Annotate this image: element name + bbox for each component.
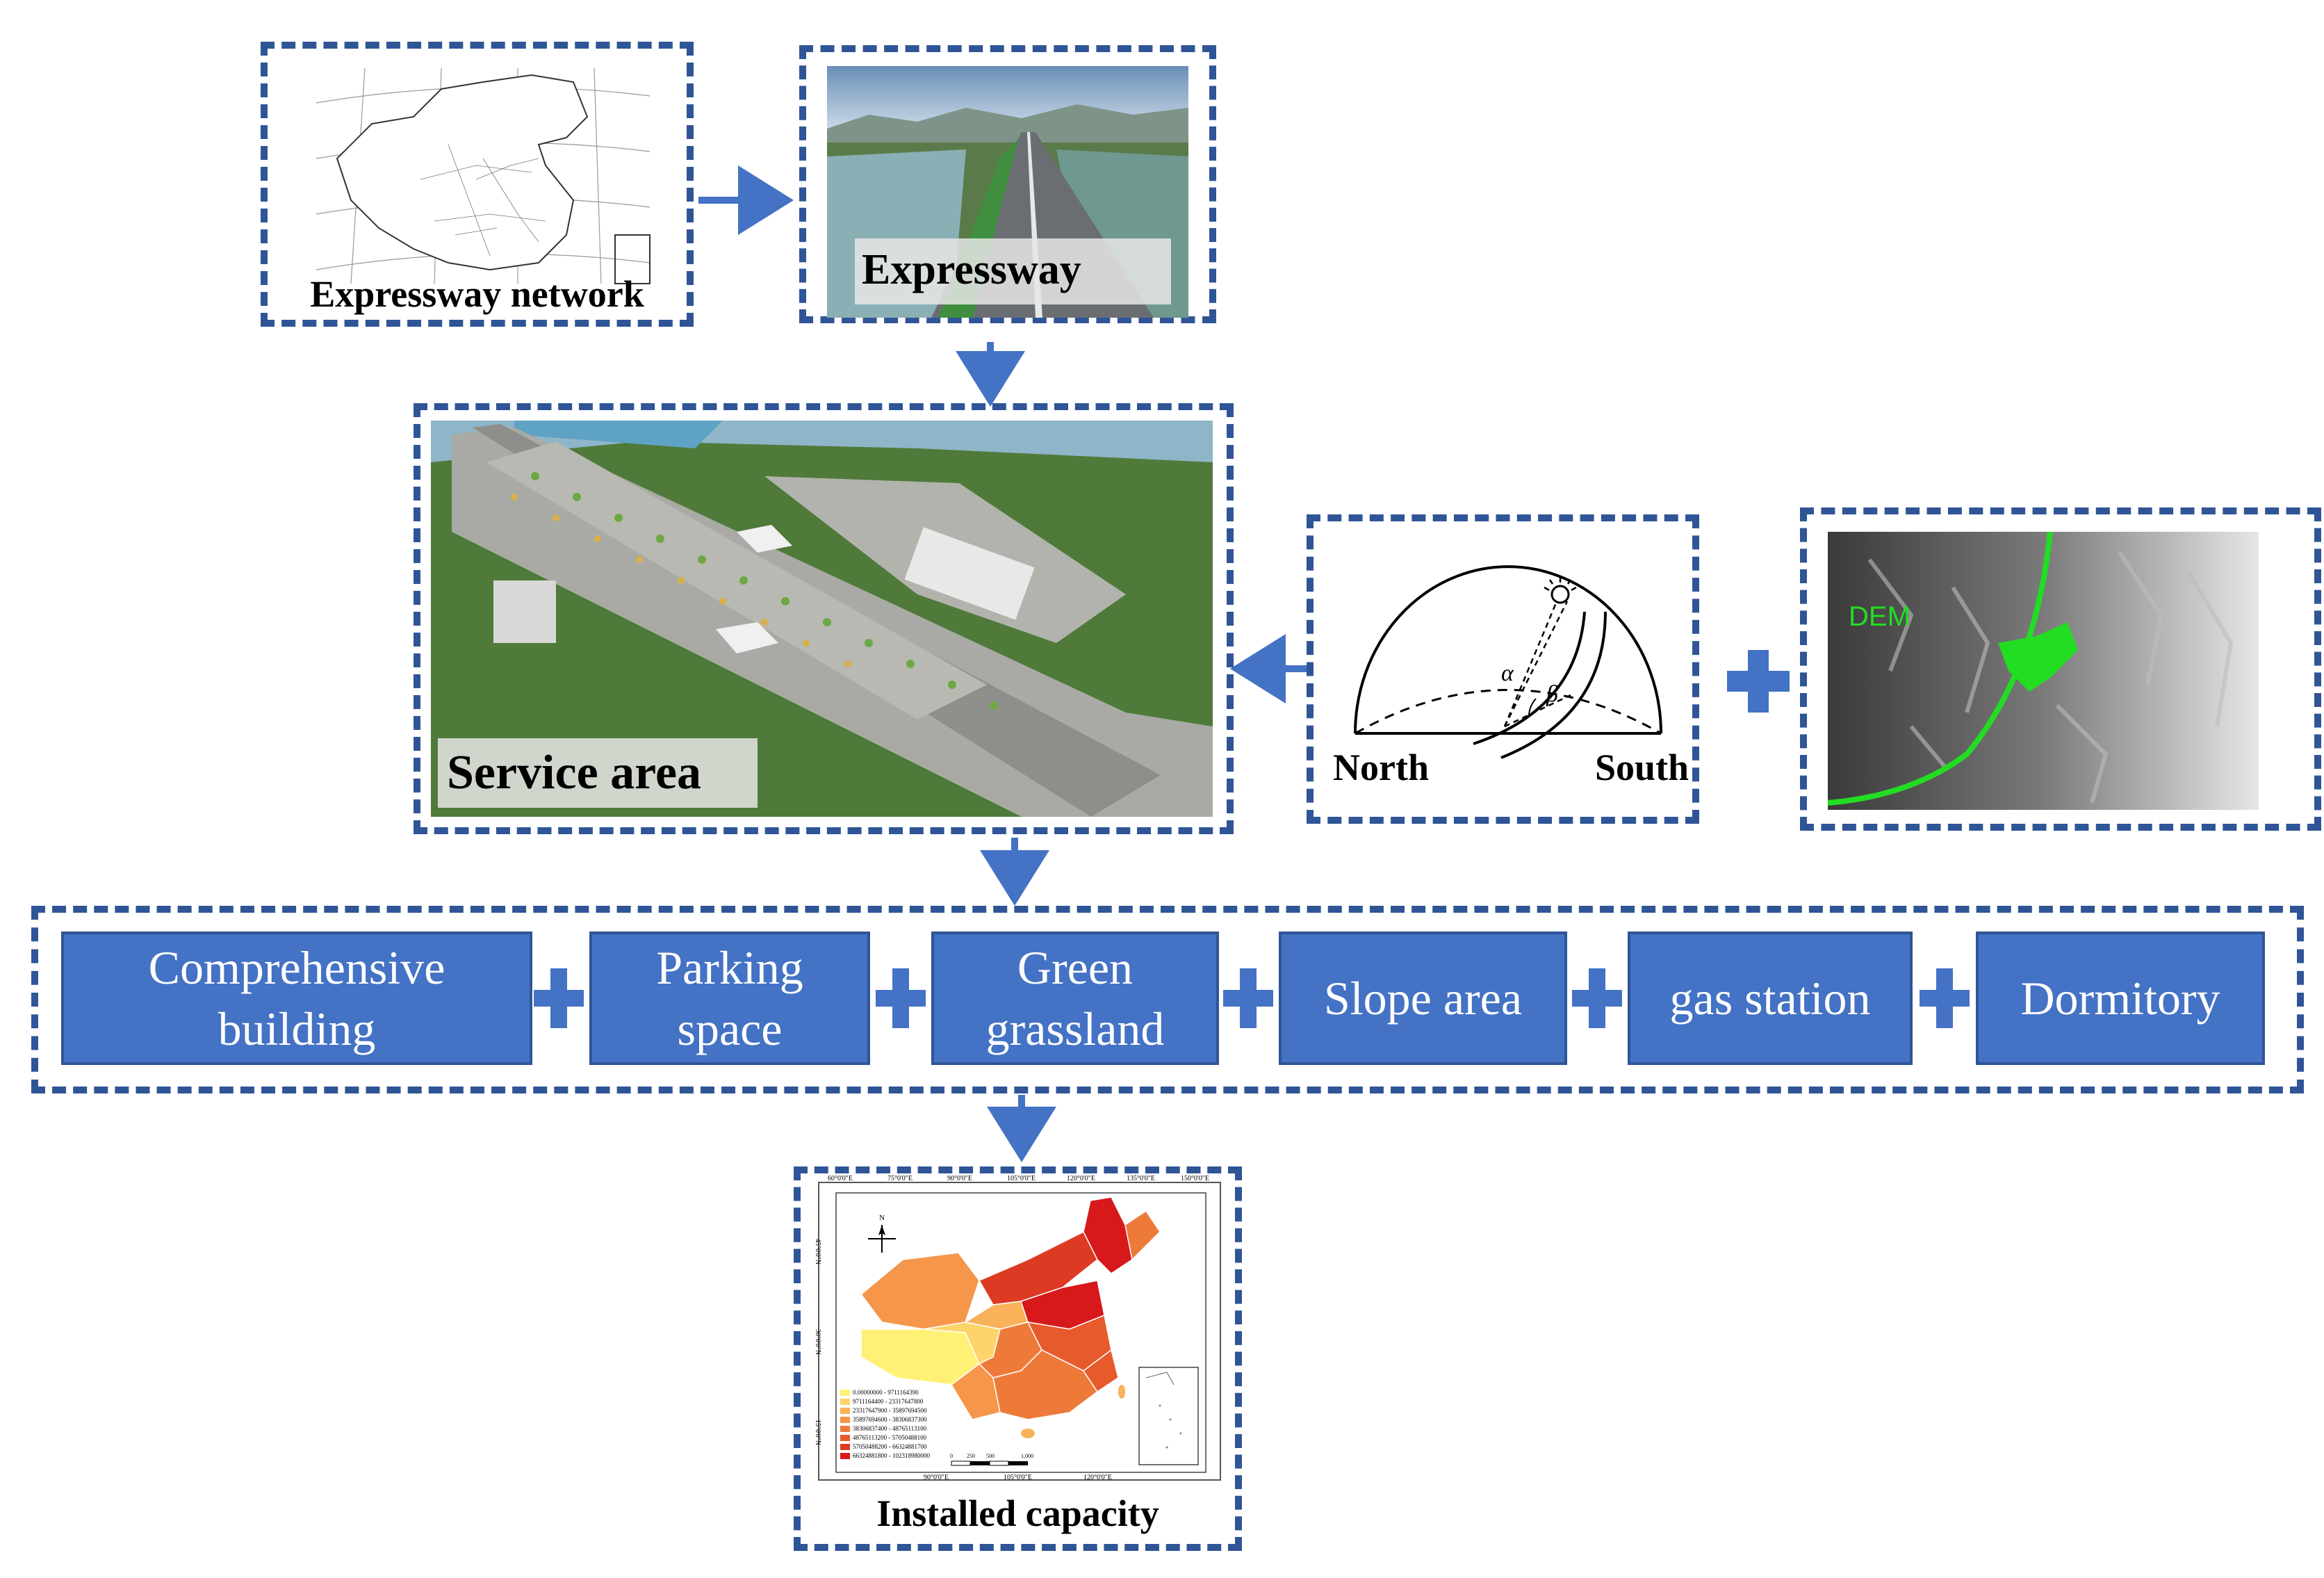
sun-angle-panel: α β North South — [1307, 514, 1699, 824]
legend-item: 23317647900 - 35897694500 — [840, 1406, 972, 1415]
legend-label: 66324881800 - 102318980000 — [853, 1452, 930, 1459]
legend-swatch — [840, 1435, 850, 1441]
china-expressway-map — [316, 67, 650, 284]
scale-label-0: 0 — [950, 1453, 953, 1459]
legend-label: 23317647900 - 35897694500 — [853, 1407, 927, 1414]
beta-label: β — [1546, 681, 1558, 707]
china-capacity-choropleth — [835, 1192, 1206, 1473]
bottom-tick-1: 105°0'0"E — [1004, 1474, 1032, 1481]
component-slope-area: Slope area — [1279, 932, 1567, 1065]
legend-item: 57050488200 - 66324881700 — [840, 1442, 972, 1451]
legend-label: 9711164400 - 23317647800 — [853, 1398, 924, 1405]
service-area-caption-bg — [438, 738, 758, 808]
legend-swatch — [840, 1426, 850, 1432]
component-dormitory: Dormitory — [1976, 932, 2265, 1065]
bottom-tick-2: 120°0'0"E — [1083, 1474, 1112, 1481]
north-arrow-label: N — [879, 1214, 885, 1222]
expressway-network-panel: Expressway network — [261, 42, 694, 327]
legend-item: 66324881800 - 102318980000 — [840, 1451, 972, 1461]
legend-item: 48765113200 - 57050488100 — [840, 1433, 972, 1442]
legend-swatch — [840, 1417, 850, 1423]
left-tick-2: 15°0'0"N — [814, 1420, 821, 1446]
legend-swatch — [840, 1399, 850, 1405]
legend-item: 35897694600 - 38306837300 — [840, 1415, 972, 1424]
service-area-panel: Service area — [414, 403, 1234, 834]
legend-swatch — [840, 1390, 850, 1396]
south-label: South — [1595, 747, 1689, 788]
capacity-legend: 0.00000000 - 9711164390 9711164400 - 2331… — [840, 1388, 972, 1461]
expressway-caption: Expressway — [862, 246, 1081, 293]
expressway-panel: Expressway — [799, 45, 1216, 323]
expressway-caption-bg — [855, 238, 1171, 304]
dem-label: DEM — [1849, 601, 1910, 632]
plus-icon-2 — [876, 968, 926, 1028]
plus-icon-1 — [534, 968, 584, 1028]
installed-capacity-caption: Installed capacity — [876, 1492, 1159, 1534]
sun-icon — [1550, 585, 1570, 604]
legend-label: 0.00000000 - 9711164390 — [853, 1389, 919, 1396]
plus-icon-sun-dem — [1727, 650, 1790, 713]
scale-label-3: 1,000 — [1021, 1453, 1033, 1459]
plus-icon-3 — [1223, 968, 1273, 1028]
installed-capacity-panel: 60°0'0"E 75°0'0"E 90°0'0"E 105°0'0"E 120… — [794, 1166, 1242, 1551]
dem-terrain-map — [1828, 532, 2259, 810]
dem-panel: DEM — [1800, 507, 2321, 831]
service-area-photo — [431, 421, 1213, 817]
legend-swatch — [840, 1453, 850, 1459]
top-tick-4: 120°0'0"E — [1067, 1175, 1095, 1182]
capacity-map: 60°0'0"E 75°0'0"E 90°0'0"E 105°0'0"E 120… — [814, 1175, 1221, 1481]
legend-item: 9711164400 - 23317647800 — [840, 1397, 972, 1406]
legend-label: 35897694600 - 38306837300 — [853, 1416, 927, 1423]
left-tick-0: 45°0'0"N — [814, 1239, 821, 1265]
legend-swatch — [840, 1444, 850, 1450]
bottom-tick-0: 90°0'0"E — [924, 1474, 949, 1481]
top-tick-5: 135°0'0"E — [1127, 1175, 1155, 1182]
top-tick-2: 90°0'0"E — [947, 1175, 972, 1182]
plus-icon-4 — [1572, 968, 1622, 1028]
legend-item: 0.00000000 - 9711164390 — [840, 1388, 972, 1397]
legend-label: 48765113200 - 57050488100 — [853, 1434, 927, 1441]
north-label: North — [1333, 747, 1429, 788]
legend-swatch — [840, 1408, 850, 1414]
legend-item: 38306837400 - 48765113100 — [840, 1424, 972, 1433]
left-tick-1: 30°0'0"N — [814, 1329, 821, 1356]
scale-label-1: 250 — [967, 1453, 975, 1459]
top-tick-6: 150°0'0"E — [1181, 1175, 1209, 1182]
legend-label: 38306837400 - 48765113100 — [853, 1425, 927, 1432]
alpha-label: α — [1501, 660, 1514, 686]
expressway-network-caption: Expressway network — [310, 273, 644, 315]
components-panel — [31, 906, 2304, 1093]
top-tick-0: 60°0'0"E — [828, 1175, 853, 1182]
north-arrow-icon — [868, 1225, 896, 1253]
top-tick-1: 75°0'0"E — [887, 1175, 913, 1182]
legend-label: 57050488200 - 66324881700 — [853, 1443, 927, 1450]
plus-icon-5 — [1920, 968, 1970, 1028]
top-tick-3: 105°0'0"E — [1007, 1175, 1036, 1182]
scale-label-2: 500 — [986, 1453, 995, 1459]
service-area-caption: Service area — [447, 746, 702, 799]
solar-dome-diagram — [1354, 565, 1662, 759]
component-gas-station: gas station — [1628, 932, 1913, 1065]
